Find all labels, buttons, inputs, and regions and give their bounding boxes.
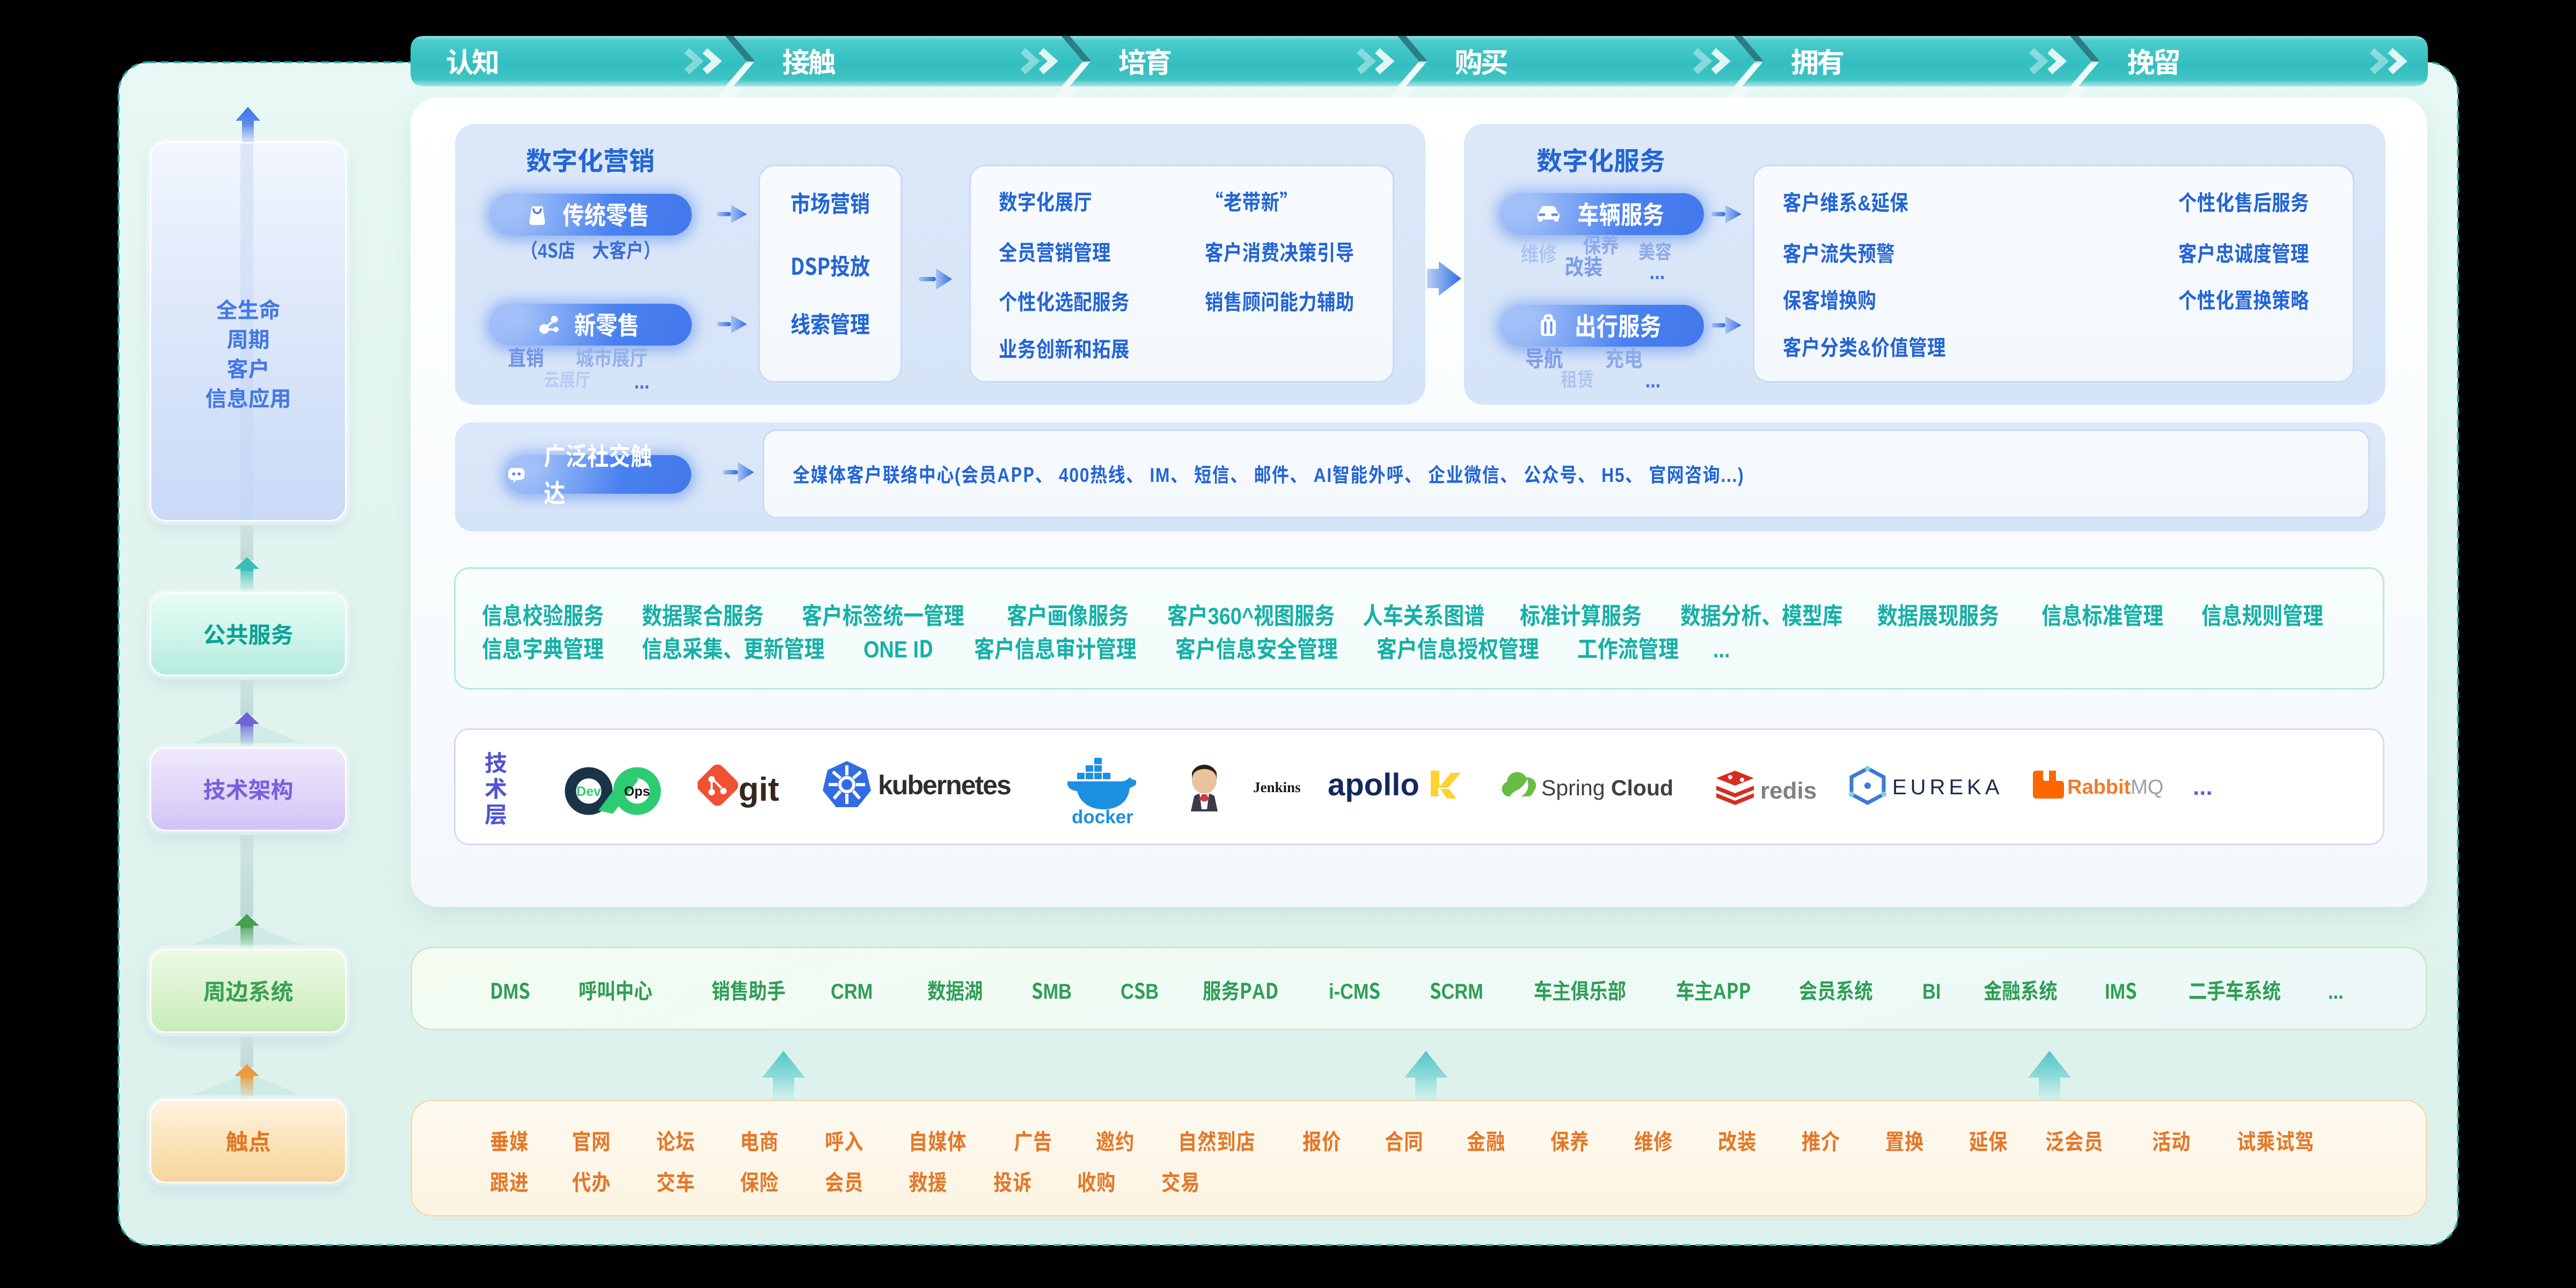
svg-text:购买: 购买 (1455, 40, 1507, 80)
svg-text:Dev: Dev (576, 784, 601, 799)
svg-text:接触: 接触 (782, 40, 836, 80)
svg-text:拥有: 拥有 (1791, 40, 1843, 80)
svg-text:Jenkins: Jenkins (1253, 779, 1301, 795)
svg-text:Ops: Ops (624, 784, 650, 799)
svg-text:EUREKA: EUREKA (1892, 775, 2002, 799)
svg-text:RabbitMQ: RabbitMQ (2067, 776, 2163, 799)
svg-text:git: git (738, 771, 779, 808)
svg-text:培育: 培育 (1118, 40, 1171, 80)
svg-text:认知: 认知 (446, 40, 497, 80)
svg-text:Spring Cloud: Spring Cloud (1541, 775, 1673, 800)
svg-text:redis: redis (1760, 778, 1817, 804)
svg-text:挽留: 挽留 (2127, 40, 2179, 80)
svg-text:apollo: apollo (1328, 767, 1419, 802)
svg-text:kubernetes: kubernetes (878, 770, 1011, 800)
svg-text:docker: docker (1072, 807, 1133, 825)
